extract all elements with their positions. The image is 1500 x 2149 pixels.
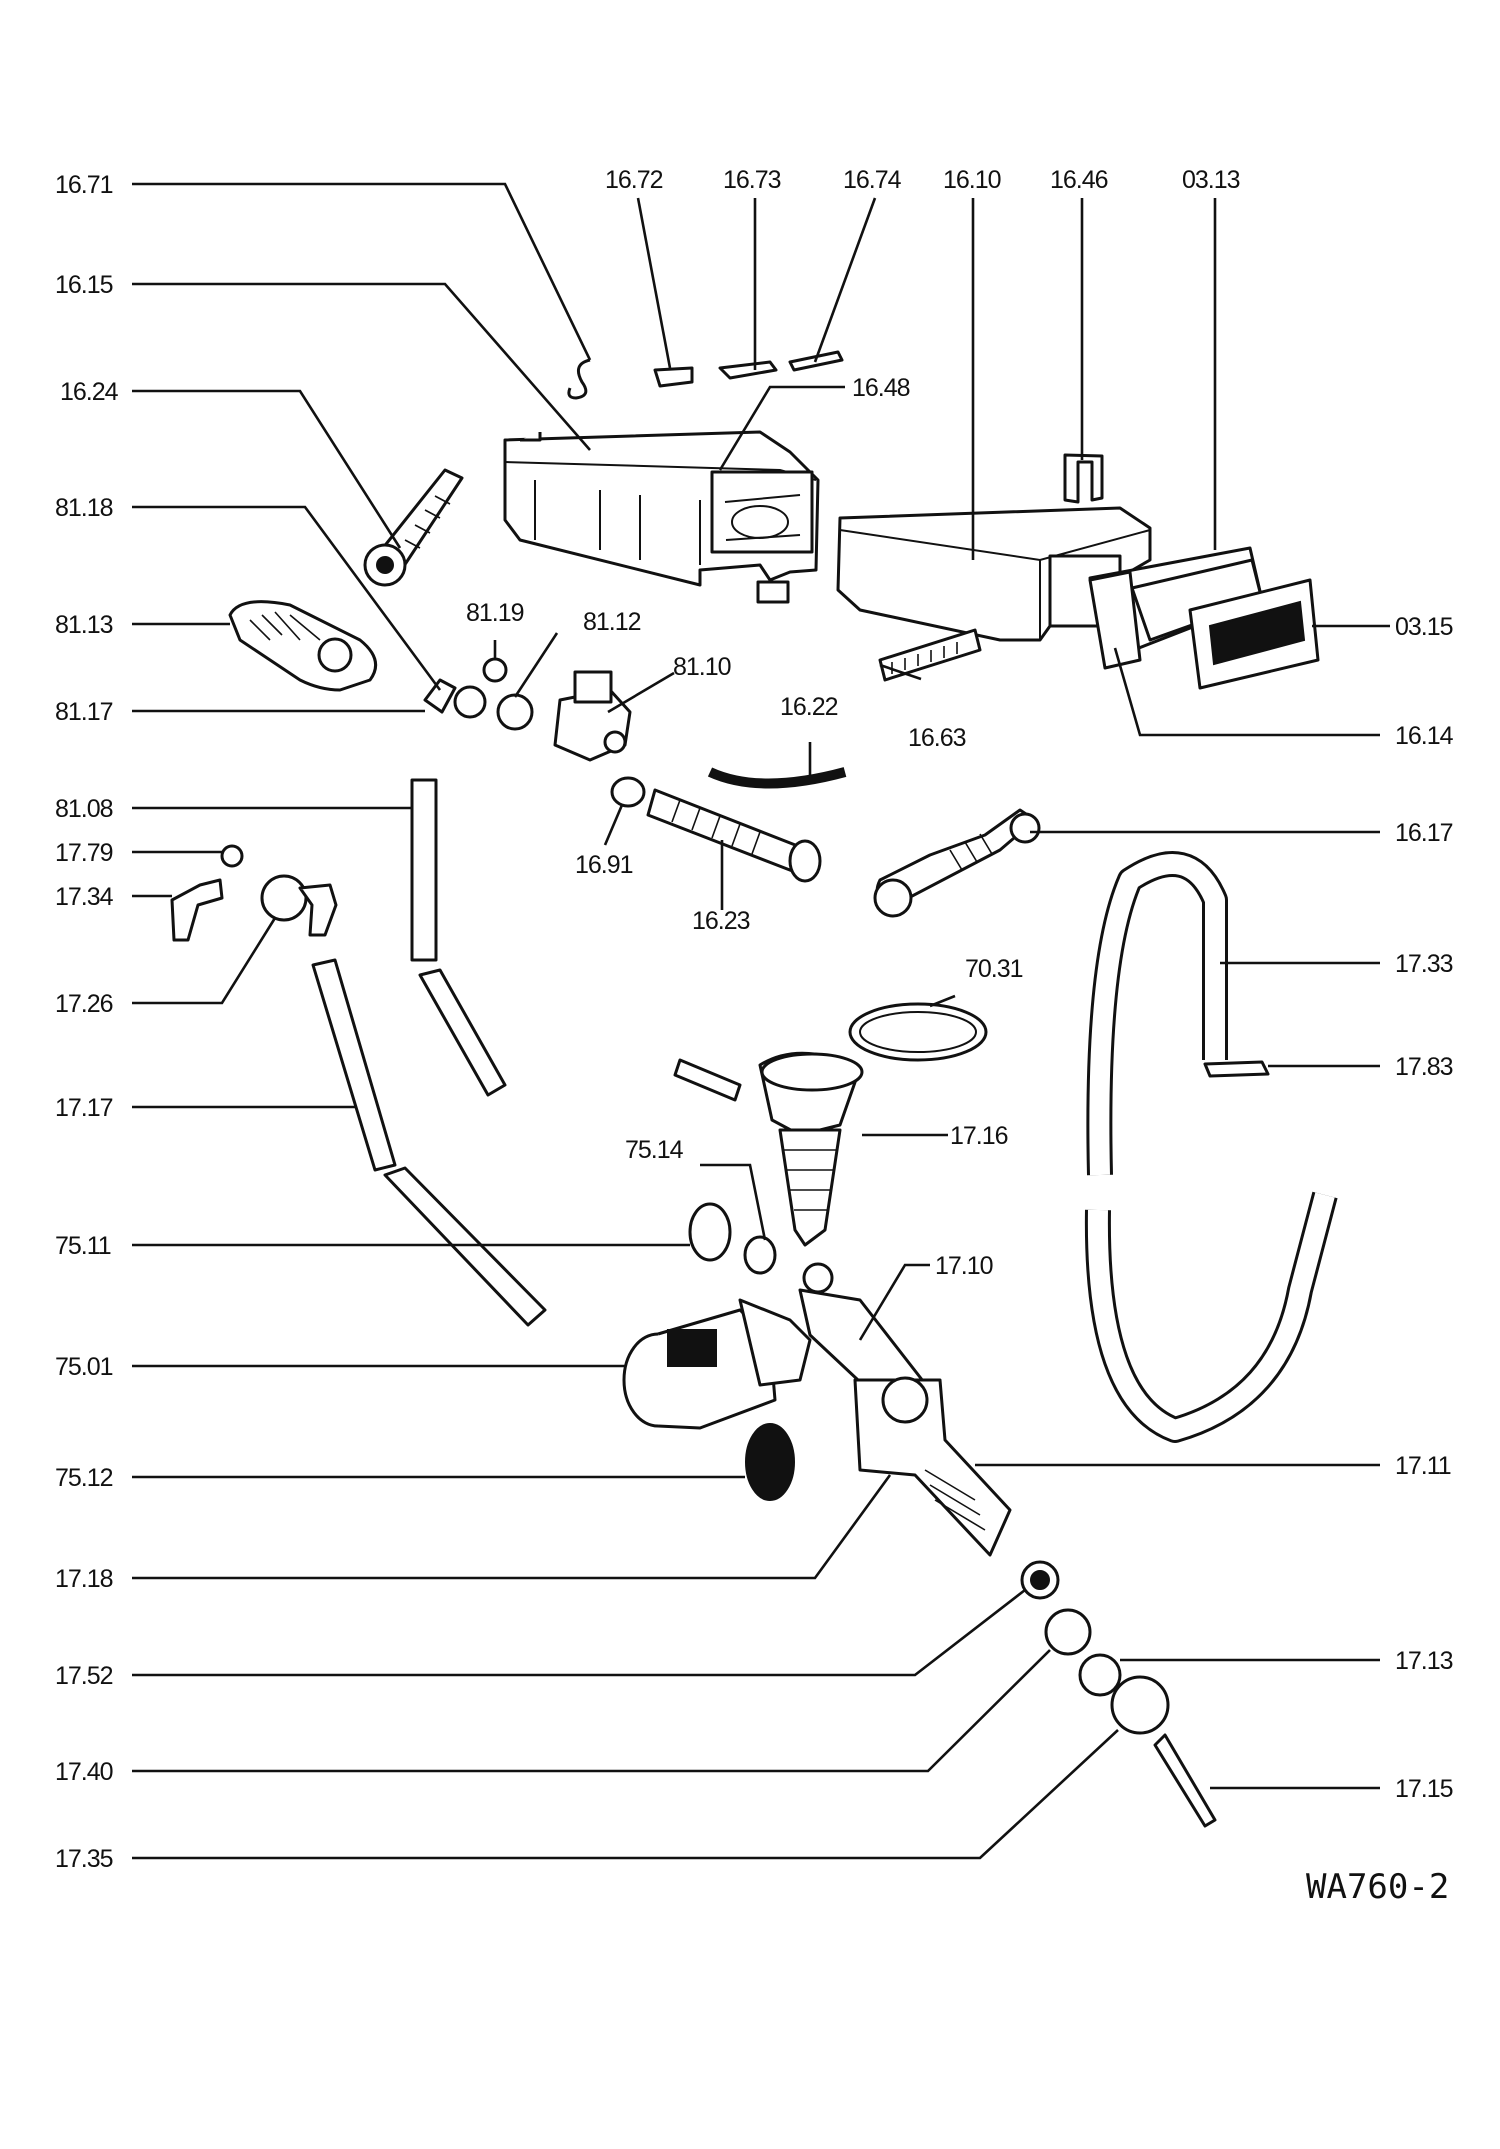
part-17-40	[1044, 1608, 1092, 1656]
label-16-14: 16.14	[1395, 722, 1454, 750]
label-17-52: 17.52	[55, 1662, 113, 1690]
part-81-10	[553, 670, 632, 762]
label-81-10: 81.10	[673, 653, 731, 681]
label-81-13: 81.13	[55, 611, 113, 639]
label-16-17: 16.17	[1395, 819, 1453, 847]
label-17-83: 17.83	[1395, 1053, 1453, 1081]
parts-artwork	[170, 350, 1338, 1828]
label-03-15: 03.15	[1395, 613, 1453, 641]
label-16-22: 16.22	[780, 693, 838, 721]
label-17-26: 17.26	[55, 990, 113, 1018]
label-17-10: 17.10	[935, 1252, 993, 1280]
label-81-17: 81.17	[55, 698, 113, 726]
label-81-08: 81.08	[55, 795, 113, 823]
part-81-18	[453, 685, 487, 719]
label-17-18: 17.18	[55, 1565, 113, 1593]
part-17-26	[260, 874, 338, 937]
part-70-31	[848, 1002, 988, 1062]
part-81-12	[496, 693, 534, 731]
part-75-01	[622, 1298, 812, 1430]
part-17-15	[1153, 1733, 1217, 1828]
label-70-31: 70.31	[965, 955, 1023, 983]
part-16-72	[653, 366, 694, 388]
label-16-72: 16.72	[605, 166, 663, 194]
part-labels: 16.71 16.15 16.24 81.18 81.13 81.17 81.0…	[55, 166, 1455, 1907]
label-17-40: 17.40	[55, 1758, 113, 1786]
drawer-part	[836, 506, 1152, 642]
label-81-19: 81.19	[466, 599, 524, 627]
part-16-46	[1063, 453, 1104, 504]
part-16-23	[646, 788, 822, 883]
label-03-13: 03.13	[1182, 166, 1240, 194]
label-75-14: 75.14	[625, 1136, 684, 1164]
part-16-17	[873, 808, 1041, 918]
label-75-12: 75.12	[55, 1464, 113, 1492]
part-17-11	[853, 1376, 1012, 1557]
label-16-23: 16.23	[692, 907, 750, 935]
label-16-73: 16.73	[723, 166, 781, 194]
drawer-housing-part	[503, 430, 820, 604]
label-17-11: 17.11	[1395, 1452, 1451, 1480]
label-17-34: 17.34	[55, 883, 114, 911]
part-16-24	[363, 468, 464, 587]
label-16-48: 16.48	[852, 374, 910, 402]
part-17-17-lower	[383, 1166, 547, 1327]
label-16-15: 16.15	[55, 271, 113, 299]
label-17-17: 17.17	[55, 1094, 113, 1122]
part-81-19	[482, 657, 508, 683]
label-17-15: 17.15	[1395, 1775, 1453, 1803]
part-81-08	[410, 778, 438, 962]
part-16-73	[718, 360, 778, 380]
drawer-front-part	[1088, 546, 1320, 690]
label-16-63: 16.63	[908, 724, 966, 752]
label-81-12: 81.12	[583, 608, 641, 636]
part-75-12	[745, 1423, 795, 1501]
part-17-17	[311, 958, 397, 1172]
part-16-63	[878, 628, 982, 682]
part-17-13	[1078, 1653, 1122, 1697]
label-17-79: 17.79	[55, 839, 113, 867]
label-16-74: 16.74	[843, 166, 902, 194]
part-81-17	[423, 678, 457, 714]
label-16-46: 16.46	[1050, 166, 1108, 194]
label-17-16: 17.16	[950, 1122, 1008, 1150]
part-16-91	[610, 776, 646, 808]
part-17-16	[673, 1051, 864, 1247]
label-75-11: 75.11	[55, 1232, 111, 1260]
label-17-35: 17.35	[55, 1845, 113, 1873]
diagram-code: WA760-2	[1306, 1867, 1449, 1907]
part-17-35	[1110, 1675, 1170, 1735]
label-75-01: 75.01	[55, 1353, 113, 1381]
part-16-22	[707, 767, 847, 789]
part-75-14	[743, 1235, 777, 1275]
label-16-91: 16.91	[575, 851, 633, 879]
label-16-10: 16.10	[943, 166, 1001, 194]
label-16-71: 16.71	[55, 171, 113, 199]
part-17-34	[170, 878, 224, 942]
part-81-08-lower	[418, 968, 507, 1097]
part-17-83	[1203, 1060, 1270, 1078]
label-16-24: 16.24	[60, 378, 119, 406]
part-16-71	[567, 358, 591, 400]
part-81-13	[228, 600, 378, 692]
label-17-33: 17.33	[1395, 950, 1453, 978]
leader-lines	[132, 182, 1390, 1860]
part-17-79	[220, 844, 244, 868]
label-81-18: 81.18	[55, 494, 113, 522]
part-75-11	[688, 1202, 732, 1262]
label-17-13: 17.13	[1395, 1647, 1453, 1675]
